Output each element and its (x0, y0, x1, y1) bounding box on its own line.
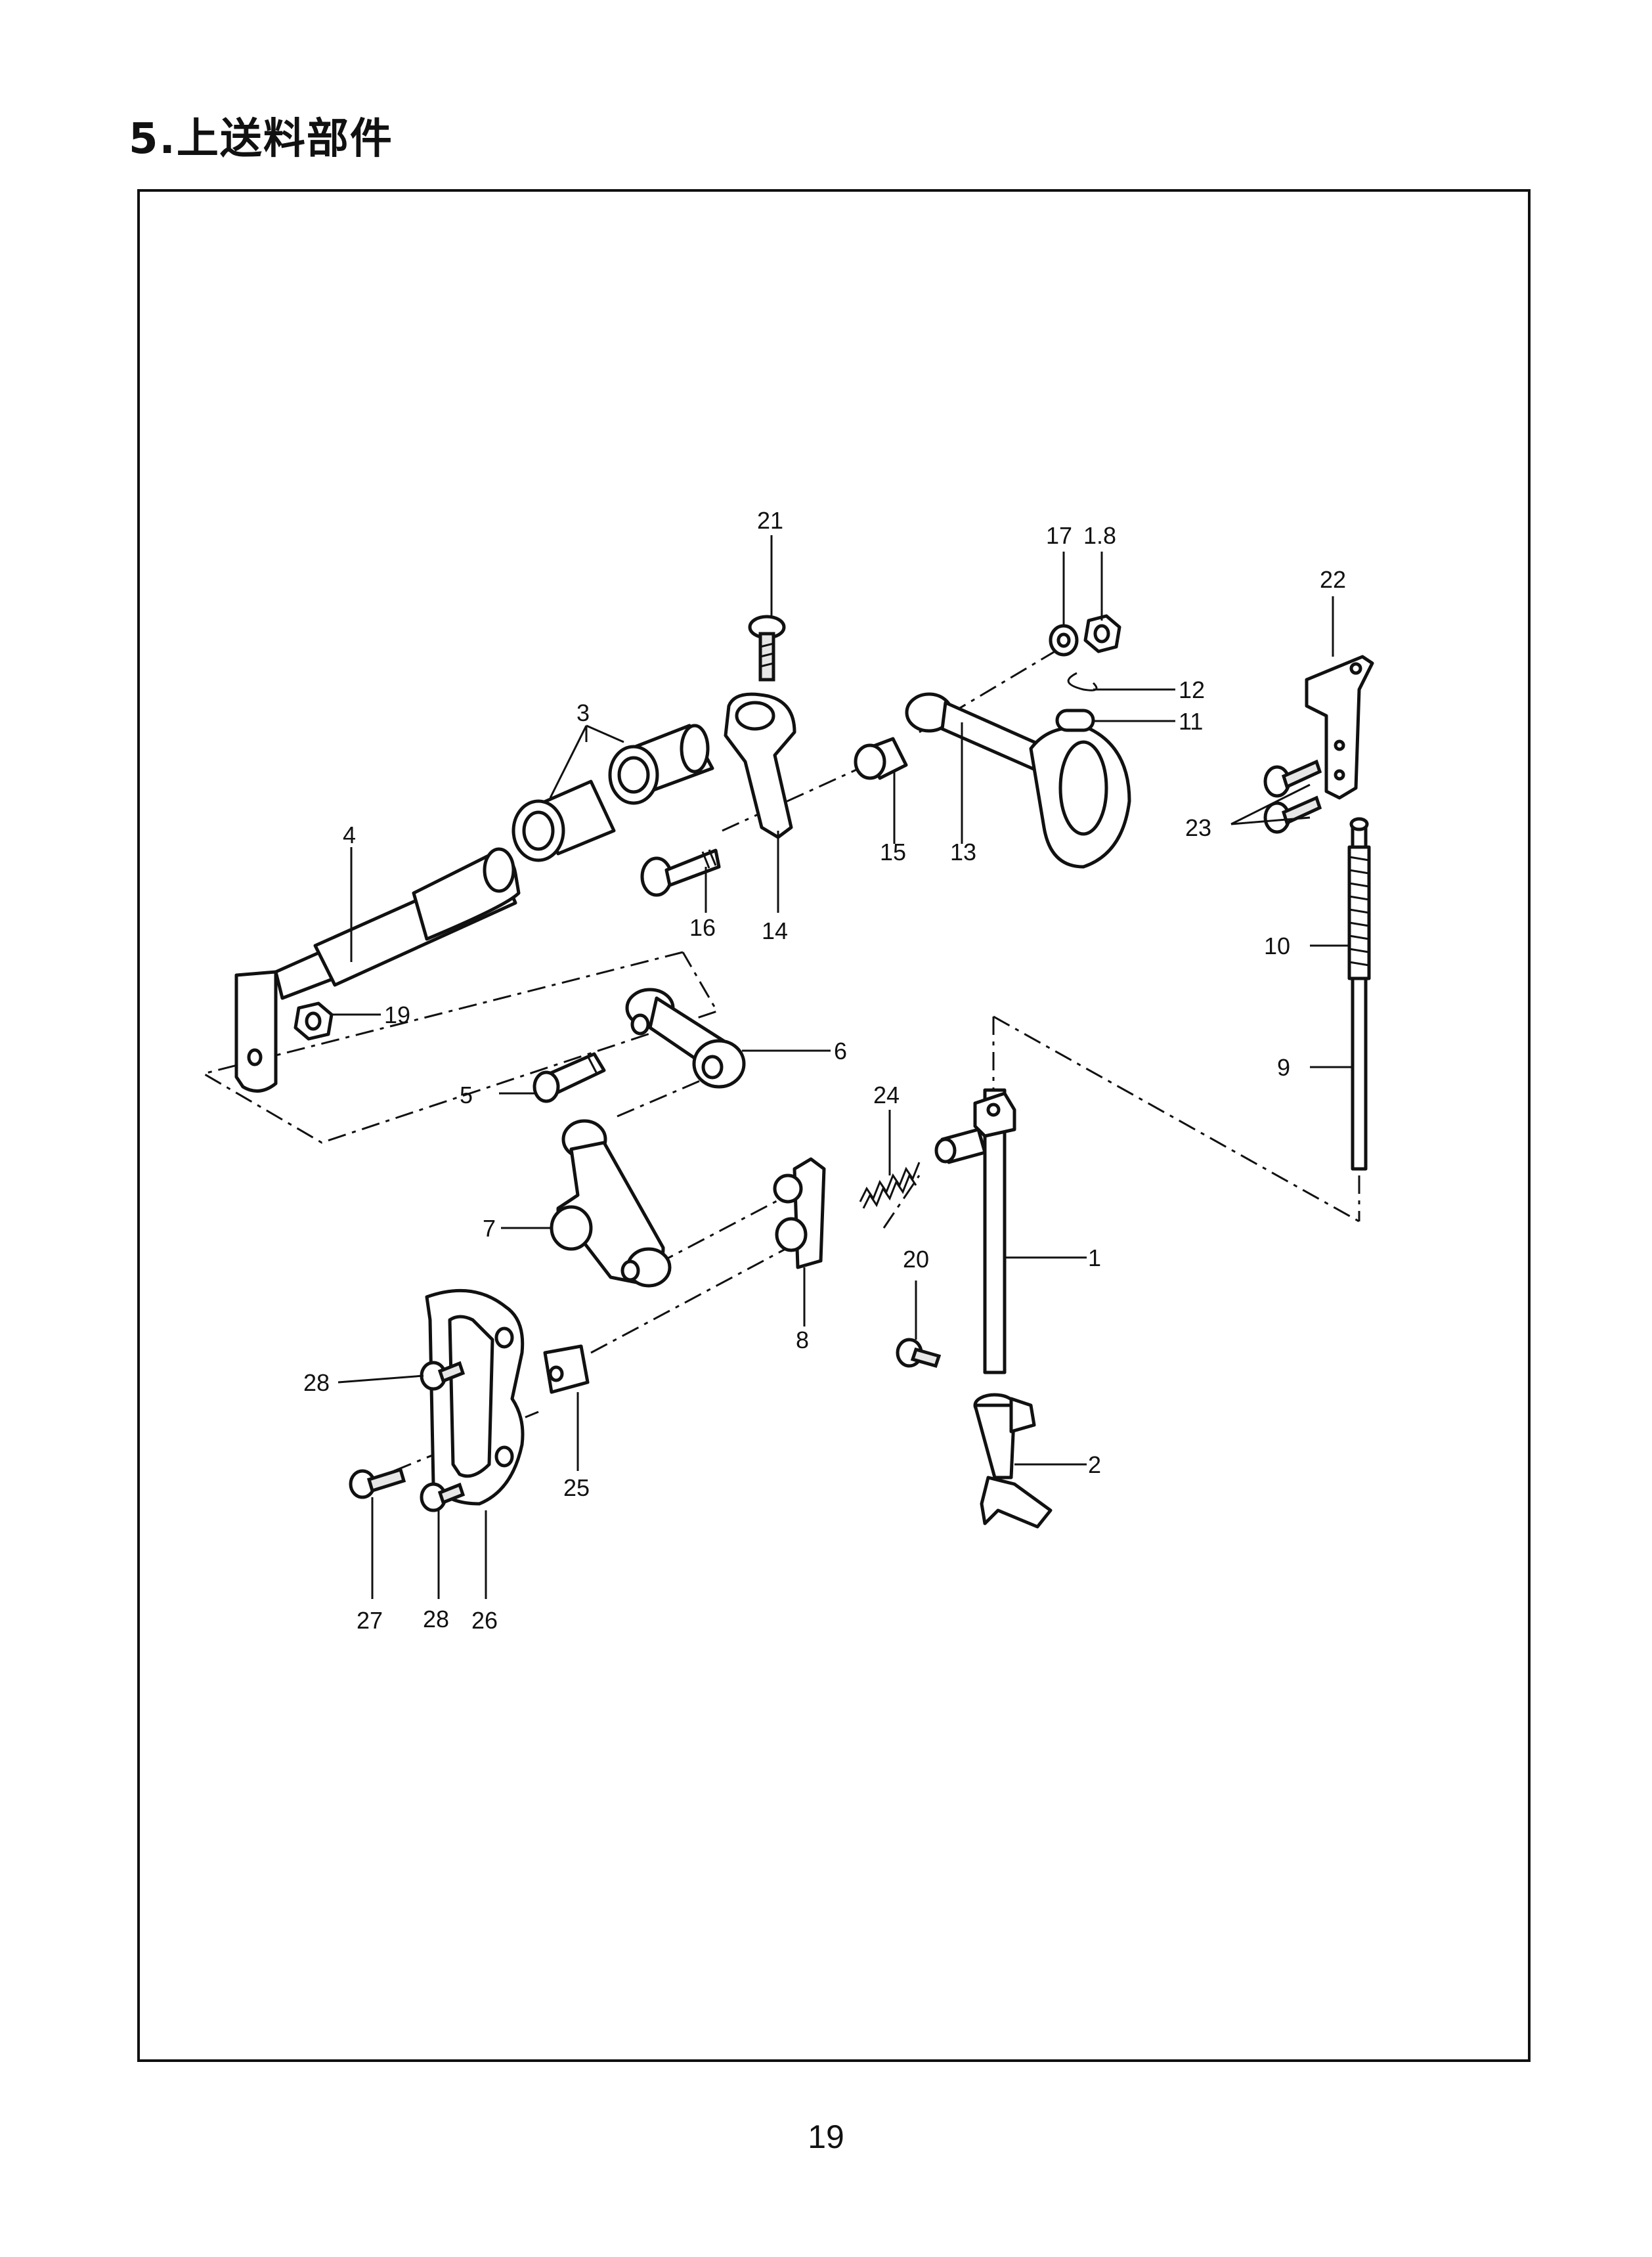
page-title: 5.上送料部件 (129, 115, 393, 164)
feed-shaft-part (234, 847, 521, 1093)
shaft-1-part (934, 1088, 1016, 1374)
callout-28-upper: 28 (303, 1369, 330, 1396)
crank-14-part (724, 692, 796, 839)
callout-24: 24 (873, 1082, 900, 1108)
diagram-frame (137, 189, 1531, 2062)
leader-lines (332, 535, 1353, 1599)
presser-foot-2-part (973, 1393, 1053, 1529)
callout-23: 23 (1185, 814, 1211, 841)
block-25-part (543, 1344, 590, 1394)
callout-22: 22 (1320, 566, 1346, 593)
callout-11: 11 (1179, 708, 1203, 735)
callout-16: 16 (689, 914, 716, 941)
callout-20: 20 (903, 1246, 929, 1273)
callout-13: 13 (950, 839, 976, 866)
page-number: 19 (808, 2118, 844, 2155)
callout-18: 1.8 (1083, 522, 1116, 549)
screw-20-part (896, 1338, 942, 1369)
rod-spring-part (1347, 817, 1371, 1171)
assembly-lines (201, 649, 1360, 1472)
callout-9: 9 (1277, 1054, 1290, 1081)
callout-21: 21 (757, 507, 783, 534)
callout-8: 8 (796, 1326, 809, 1353)
bushing-part (511, 724, 714, 862)
spring-clip-part (1055, 672, 1098, 732)
callout-25: 25 (563, 1474, 590, 1501)
callout-14: 14 (762, 917, 788, 944)
callout-7: 7 (483, 1215, 496, 1242)
bracket-8-part (773, 1157, 826, 1269)
callout-1: 1 (1088, 1244, 1101, 1271)
screw-21-part (748, 615, 786, 682)
nut-19-part (293, 1001, 334, 1041)
washer-nut-part (1049, 614, 1121, 657)
callout-3: 3 (576, 699, 590, 726)
callout-17: 17 (1046, 522, 1072, 549)
stud-5-part (533, 1052, 606, 1103)
callout-27: 27 (357, 1607, 383, 1634)
callout-6: 6 (834, 1038, 847, 1064)
eccentric-rod-13-part (905, 692, 1131, 869)
link-6-part (625, 988, 746, 1089)
spring-24-part (859, 1162, 921, 1209)
callout-10: 10 (1264, 932, 1290, 959)
callout-2: 2 (1088, 1451, 1101, 1478)
callout-28-lower: 28 (423, 1606, 449, 1632)
stud-16-part (640, 848, 721, 897)
callout-4: 4 (343, 822, 356, 848)
callout-26: 26 (471, 1607, 498, 1634)
screw-27-part (349, 1467, 406, 1499)
screw-28-part (420, 1361, 466, 1512)
bracket-22-part (1305, 655, 1374, 800)
bushing-15-part (854, 737, 908, 780)
callout-labels: 1 2 3 4 5 6 7 8 9 10 11 12 13 14 15 16 1… (303, 507, 1346, 1634)
callout-5: 5 (460, 1082, 473, 1108)
callout-19: 19 (384, 1001, 410, 1028)
callout-15: 15 (880, 839, 906, 866)
callout-12: 12 (1179, 676, 1205, 703)
screw-23-part (1263, 759, 1322, 834)
plate-26-part (425, 1288, 525, 1506)
crank-7-part (550, 1119, 672, 1288)
